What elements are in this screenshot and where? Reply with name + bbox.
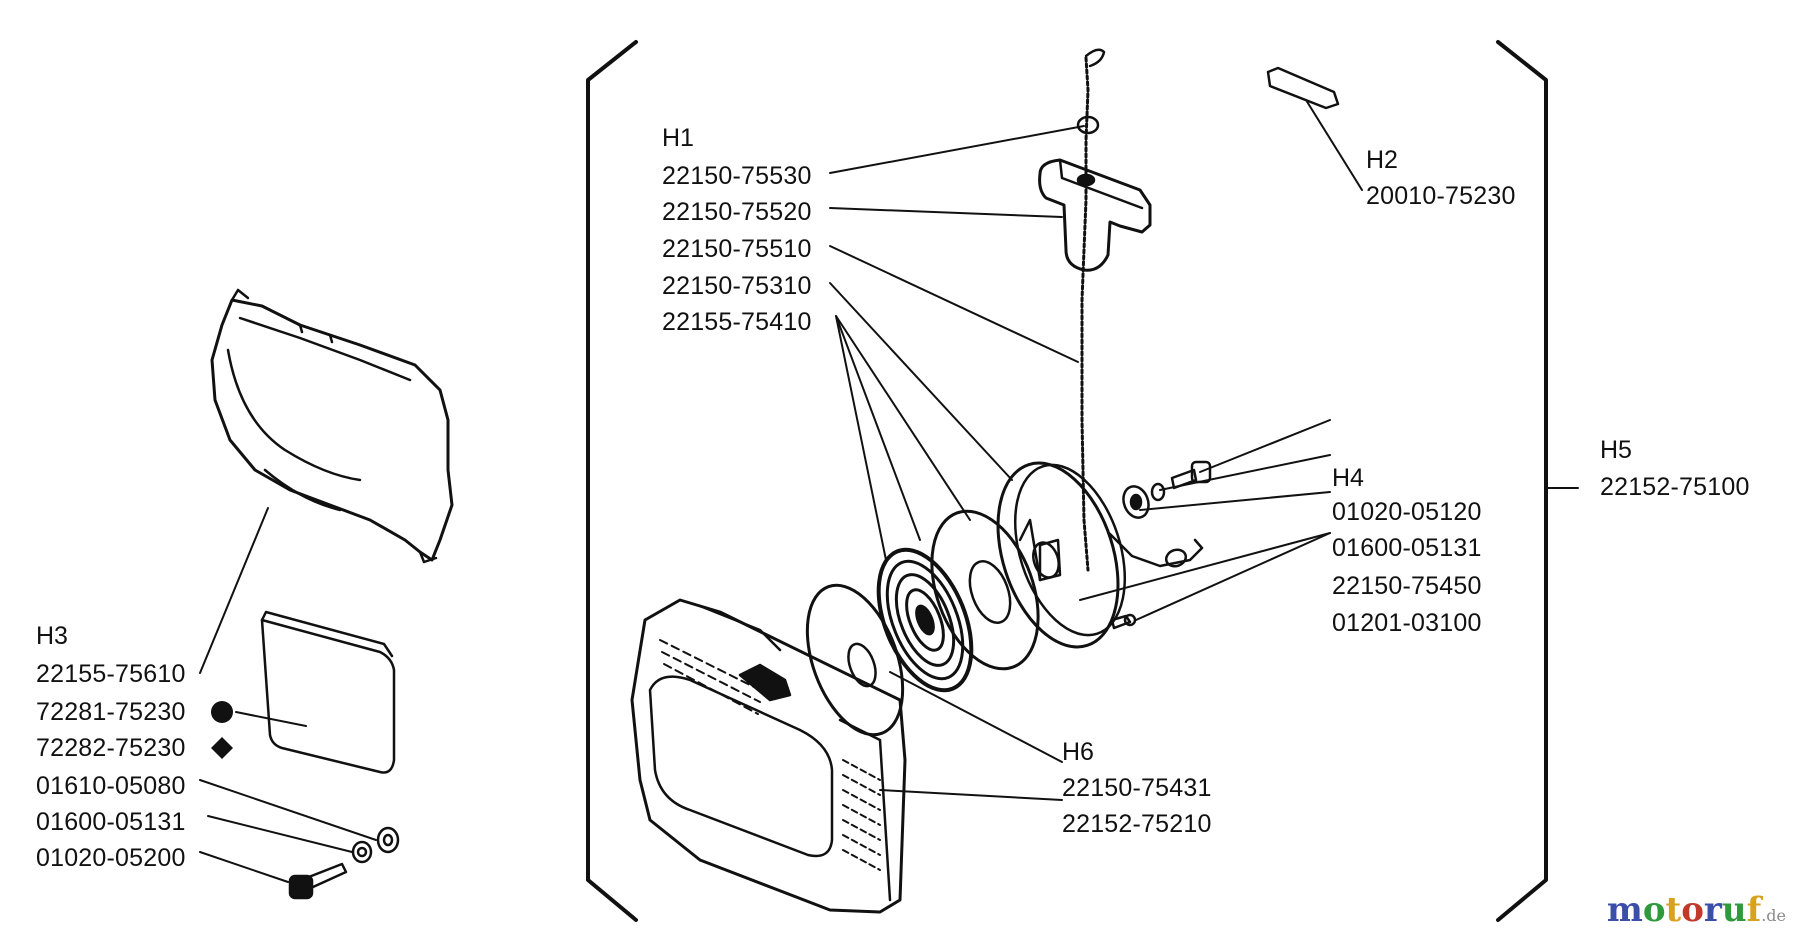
group-h5-title: H5 [1600, 436, 1632, 464]
filled-circle-icon [211, 701, 233, 723]
part-number-label: 22150-75510 [662, 235, 812, 263]
group-h1-title: H1 [662, 124, 694, 152]
group-h6-title: H6 [1062, 738, 1094, 766]
right-bracket [1496, 40, 1548, 922]
part-number-label: 22150-75530 [662, 162, 812, 190]
group-h2-title: H2 [1366, 146, 1398, 174]
part-number-label: 01600-05131 [1332, 534, 1482, 562]
part-number-label: 01610-05080 [36, 772, 186, 800]
recoil-spring [876, 547, 974, 693]
part-number-label: 22155-75610 [36, 660, 186, 688]
part-number-label: 22155-75410 [662, 308, 812, 336]
starter-rope-handle [1038, 48, 1152, 572]
part-number-label: 22152-75100 [1600, 473, 1750, 501]
part-number-label: 72282-75230 [36, 734, 186, 762]
part-number-label: 72281-75230 [36, 698, 186, 726]
spring-case [930, 509, 1042, 671]
part-number-label: 01020-05200 [36, 844, 186, 872]
part-number-label: 01600-05131 [36, 808, 186, 836]
part-number-label: 22150-75431 [1062, 774, 1212, 802]
part-number-label: 22150-75310 [662, 272, 812, 300]
h4-fasteners [1108, 460, 1212, 630]
part-number-label: 01020-05120 [1332, 498, 1482, 526]
air-filter-plate [260, 618, 396, 774]
h3-fasteners [288, 826, 400, 900]
leader-lines [199, 99, 1579, 883]
watermark-logo: motoruf.de [1606, 890, 1786, 930]
part-number-label: 22150-75450 [1332, 572, 1482, 600]
part-number-label: 20010-75230 [1366, 182, 1516, 210]
group-h4-title: H4 [1332, 464, 1364, 492]
part-number-label: 22152-75210 [1062, 810, 1212, 838]
rope-reel [996, 461, 1127, 649]
part-number-label: 01201-03100 [1332, 609, 1482, 637]
group-h3-title: H3 [36, 622, 68, 650]
left-bracket [586, 40, 638, 922]
h2-decal [1266, 66, 1340, 110]
part-number-label: 22150-75520 [662, 198, 812, 226]
filled-diamond-icon [211, 737, 233, 759]
fan-housing-cover [210, 288, 454, 564]
